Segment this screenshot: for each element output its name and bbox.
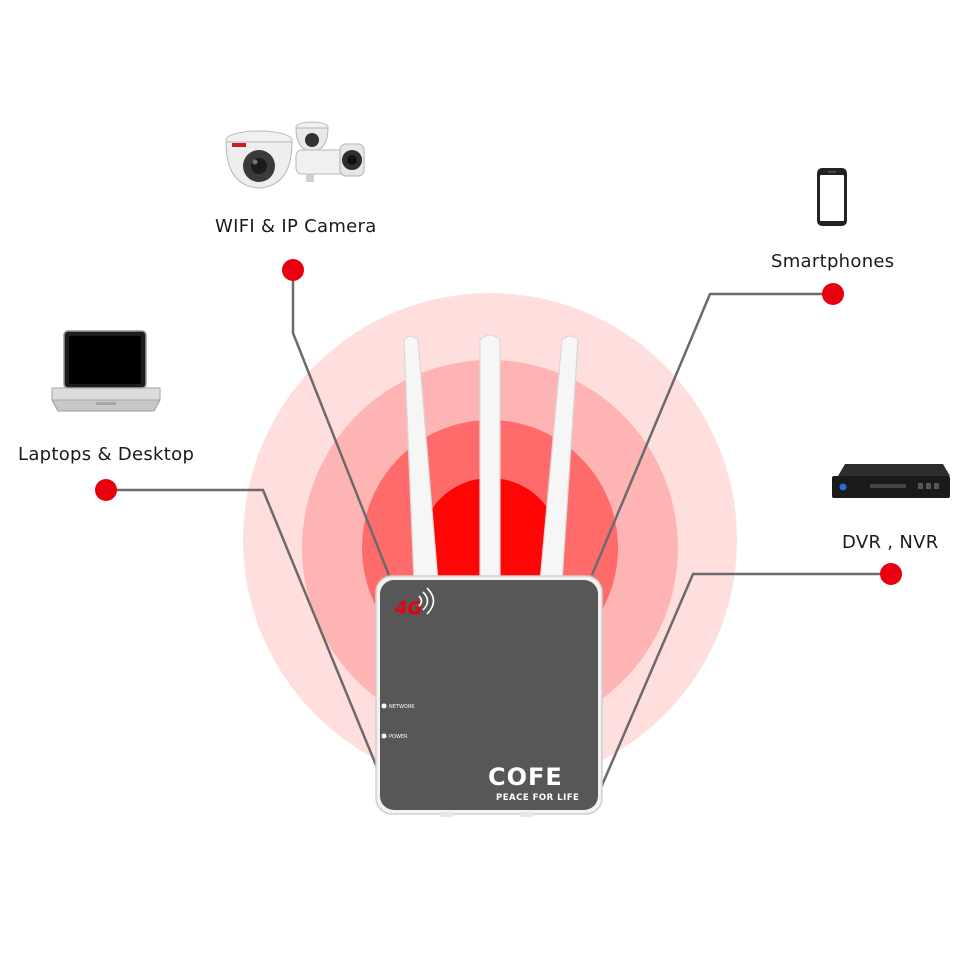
ip-camera-icon bbox=[225, 121, 365, 189]
status-indicators: NETWORK POWER bbox=[381, 703, 415, 740]
router-foot-left bbox=[440, 812, 454, 817]
connector-dvr bbox=[598, 572, 891, 791]
smartphone-label: Smartphones bbox=[771, 251, 895, 272]
router-antennas bbox=[403, 334, 579, 583]
wifi-signal-icon bbox=[418, 587, 435, 615]
brand-name: COFE bbox=[488, 763, 563, 791]
connector-dot-camera bbox=[282, 259, 304, 281]
connector-dots bbox=[95, 259, 902, 585]
network-led-icon bbox=[381, 703, 387, 709]
connector-dot-smartphone bbox=[822, 283, 844, 305]
power-indicator-label: POWER bbox=[389, 734, 408, 740]
laptop-label: Laptops & Desktop bbox=[18, 444, 195, 465]
network-indicator-label: NETWORK bbox=[389, 704, 415, 710]
router: 4G NETWORK POWER COFE PEACE FOR LIFE bbox=[375, 575, 603, 817]
router-face bbox=[380, 580, 598, 810]
connector-camera bbox=[291, 270, 394, 584]
dvr-label: DVR , NVR bbox=[842, 532, 939, 553]
router-foot-right bbox=[520, 812, 534, 817]
power-led-icon bbox=[381, 733, 387, 739]
connector-smartphone bbox=[590, 292, 833, 576]
connector-laptop bbox=[106, 488, 380, 771]
antenna-left bbox=[403, 335, 439, 583]
laptop-icon bbox=[51, 330, 161, 412]
brand-logo: COFE PEACE FOR LIFE bbox=[488, 763, 579, 803]
4g-badge-text: 4G bbox=[394, 598, 422, 619]
smartphone-icon bbox=[817, 168, 847, 226]
connector-dot-dvr bbox=[880, 563, 902, 585]
4g-badge: 4G bbox=[394, 587, 435, 619]
brand-tagline: PEACE FOR LIFE bbox=[496, 793, 579, 803]
connector-lines bbox=[106, 270, 891, 791]
antenna-center bbox=[479, 334, 501, 583]
connector-dot-laptop bbox=[95, 479, 117, 501]
antenna-right bbox=[539, 335, 579, 583]
camera-label: WIFI & IP Camera bbox=[215, 216, 377, 237]
dvr-icon bbox=[832, 464, 950, 498]
